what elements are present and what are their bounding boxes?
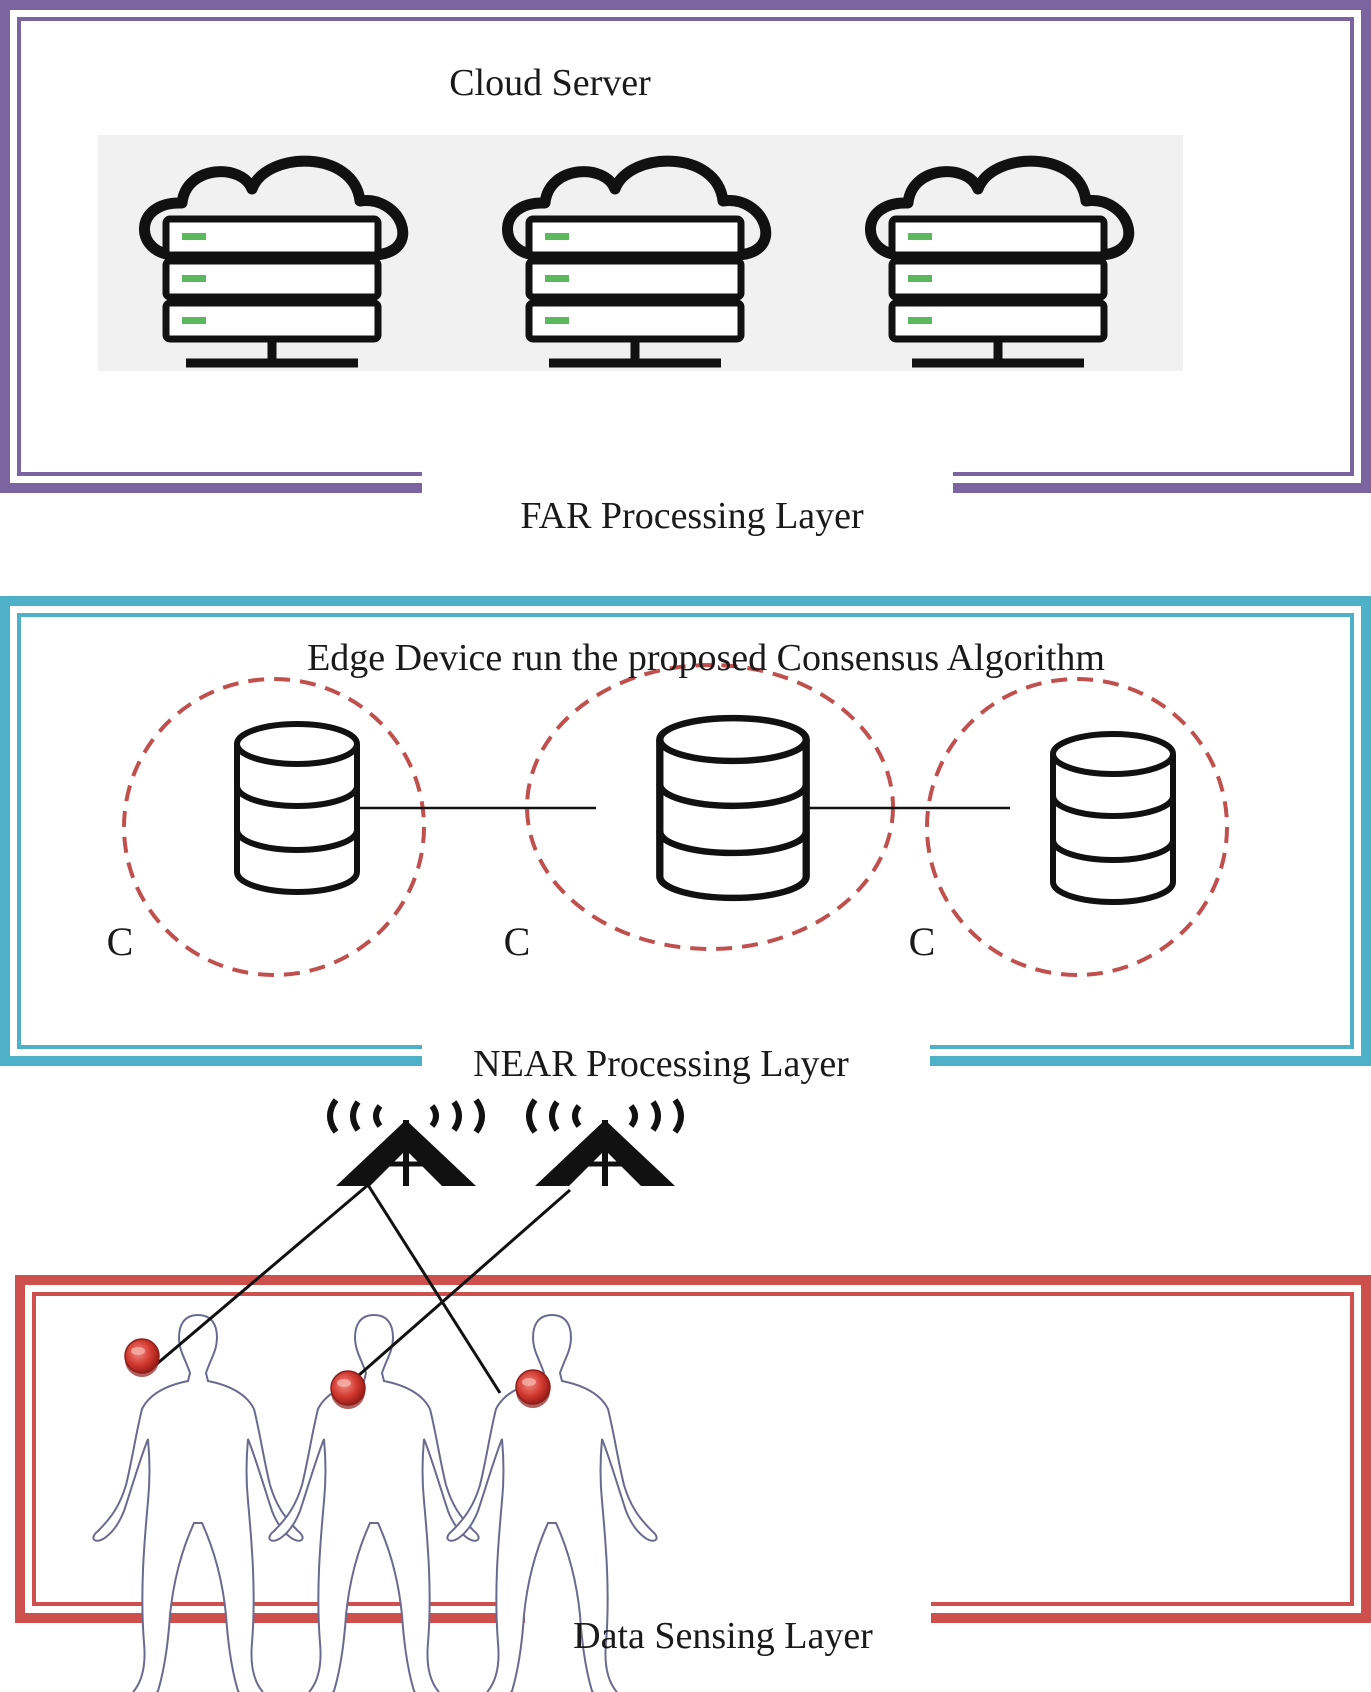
tower-icon-2 — [529, 1100, 681, 1186]
sensor-icon-1 — [124, 1338, 160, 1378]
sensing-layer: Data Sensing Layer — [15, 1183, 1371, 1692]
sensor-icon-3 — [515, 1369, 551, 1409]
database-icon-3 — [1053, 734, 1173, 902]
sensing-layer-frame — [15, 1275, 1371, 1623]
far-layer-frame — [0, 0, 1371, 493]
database-icon-1 — [237, 724, 357, 892]
far-layer: Cloud Server FAR Processing Layer — [0, 0, 1371, 537]
wireless-link-2 — [366, 1184, 502, 1394]
near-layer-label: NEAR Processing Layer — [473, 1043, 849, 1085]
cluster-label-1: C — [107, 919, 134, 964]
tower-icon-1 — [330, 1100, 482, 1186]
person-figure-1 — [92, 1314, 304, 1692]
cluster-label-2: C — [504, 919, 531, 964]
near-layer-frame — [0, 596, 1371, 1066]
person-figure-2 — [268, 1314, 480, 1692]
sensor-icon-2 — [330, 1370, 366, 1410]
near-layer-heading: Edge Device run the proposed Consensus A… — [307, 637, 1105, 679]
database-icon-2 — [660, 718, 806, 898]
wireless-link-1 — [151, 1183, 369, 1370]
cluster-circle-3 — [925, 677, 1229, 977]
cluster-label-3: C — [909, 919, 936, 964]
far-layer-label: FAR Processing Layer — [520, 495, 864, 537]
sensing-layer-label: Data Sensing Layer — [573, 1615, 873, 1657]
wireless-link-3 — [341, 1188, 571, 1392]
cluster-circle-1 — [122, 677, 426, 977]
far-layer-heading: Cloud Server — [449, 62, 651, 104]
near-layer: Edge Device run the proposed Consensus A… — [0, 596, 1371, 1085]
